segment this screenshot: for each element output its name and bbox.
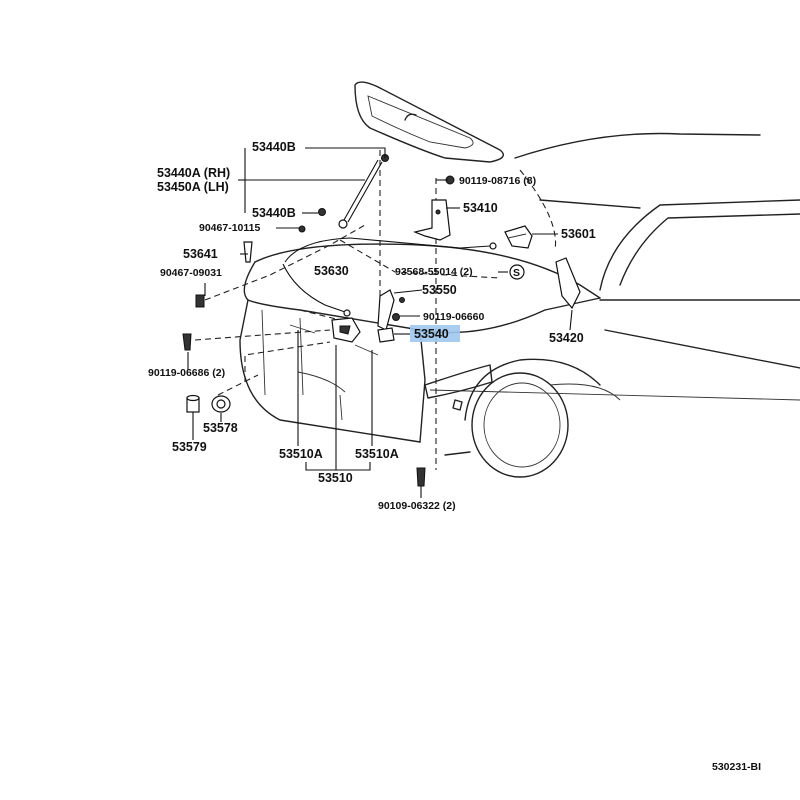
s-marker: S — [509, 264, 525, 280]
label-53630[interactable]: 53630 — [314, 264, 349, 278]
car-body — [239, 81, 800, 478]
support-53540 — [377, 327, 395, 343]
label-90467-10115[interactable]: 90467-10115 — [199, 222, 260, 234]
label-90467-09031[interactable]: 90467-09031 — [160, 267, 222, 279]
label-53601[interactable]: 53601 — [561, 227, 596, 241]
label-53450A[interactable]: 53450A (LH) — [157, 180, 229, 194]
label-93568-55014[interactable]: 93568-55014 (2) — [395, 266, 473, 278]
label-53578[interactable]: 53578 — [203, 421, 238, 435]
s-marker-label: S — [513, 267, 520, 279]
label-53641[interactable]: 53641 — [183, 247, 218, 261]
hood-support-rod — [338, 154, 389, 229]
label-53440A[interactable]: 53440A (RH) — [157, 166, 230, 180]
label-53579[interactable]: 53579 — [172, 440, 207, 454]
label-53550[interactable]: 53550 — [422, 283, 457, 297]
label-53510A-left[interactable]: 53510A — [279, 447, 323, 461]
label-53510A-right[interactable]: 53510A — [355, 447, 399, 461]
label-53410[interactable]: 53410 — [463, 201, 498, 215]
hood-hinge-53410 — [413, 199, 451, 241]
label-53440B-top[interactable]: 53440B — [252, 140, 296, 154]
small-fasteners — [182, 175, 455, 487]
cushion-53578 — [211, 395, 231, 413]
leader-lines — [187, 147, 573, 498]
assembly-dash-lines — [194, 150, 557, 470]
label-90119-06686[interactable]: 90119-06686 (2) — [148, 367, 225, 379]
label-53440B-bottom[interactable]: 53440B — [252, 206, 296, 220]
label-53420[interactable]: 53420 — [549, 331, 584, 345]
hood-release-cable — [282, 237, 497, 317]
cushion-53579 — [186, 394, 200, 413]
diagram-code: 530231-BI — [712, 761, 761, 773]
label-90119-06660[interactable]: 90119-06660 — [423, 311, 484, 323]
hinge-53601 — [504, 225, 533, 249]
label-90119-08716[interactable]: 90119-08716 (8) — [459, 175, 536, 187]
hood-lock-53510 — [289, 317, 379, 356]
part-labels: 53440B 53440A (RH) 53450A (LH) 53440B 90… — [148, 140, 761, 773]
label-53540[interactable]: 53540 — [414, 327, 449, 341]
label-53510[interactable]: 53510 — [318, 471, 353, 485]
hood-lock-bracket-53550 — [377, 289, 395, 331]
label-90109-06322[interactable]: 90109-06322 (2) — [378, 500, 456, 512]
highlight-53540 — [410, 325, 460, 342]
hood-stay-53420 — [555, 257, 581, 310]
